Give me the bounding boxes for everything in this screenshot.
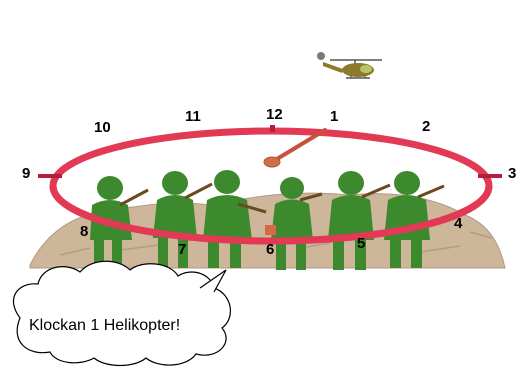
speech-bubble-tail xyxy=(199,269,227,293)
tick-6 xyxy=(265,225,276,235)
soldier xyxy=(90,176,149,268)
speech-bubble-text: Klockan 1 Helikopter! xyxy=(29,317,180,334)
soldier xyxy=(153,171,213,268)
helicopter-icon xyxy=(317,52,382,79)
clock-number-5: 5 xyxy=(357,235,365,252)
clock-number-2: 2 xyxy=(422,118,430,135)
clock-number-4: 4 xyxy=(454,215,463,232)
tick-12 xyxy=(270,125,275,132)
speech-bubble xyxy=(12,260,231,367)
soldier xyxy=(271,177,323,270)
soldier-group xyxy=(90,170,445,270)
clock-number-10: 10 xyxy=(94,119,111,136)
clock-ring-front xyxy=(49,185,493,245)
clock-number-7: 7 xyxy=(178,241,186,258)
clock-number-3: 3 xyxy=(508,165,516,182)
clock-hand xyxy=(270,128,327,164)
clock-number-6: 6 xyxy=(266,241,274,258)
soldier xyxy=(203,170,267,268)
clock-hand-pivot xyxy=(263,156,281,168)
clock-number-8: 8 xyxy=(80,223,88,240)
clock-number-1: 1 xyxy=(330,108,338,125)
clock-number-11: 11 xyxy=(185,108,201,125)
soldier xyxy=(328,171,391,270)
clock-number-12: 12 xyxy=(266,106,283,123)
sandbag-texture xyxy=(59,231,493,256)
clock-number-9: 9 xyxy=(22,165,30,182)
